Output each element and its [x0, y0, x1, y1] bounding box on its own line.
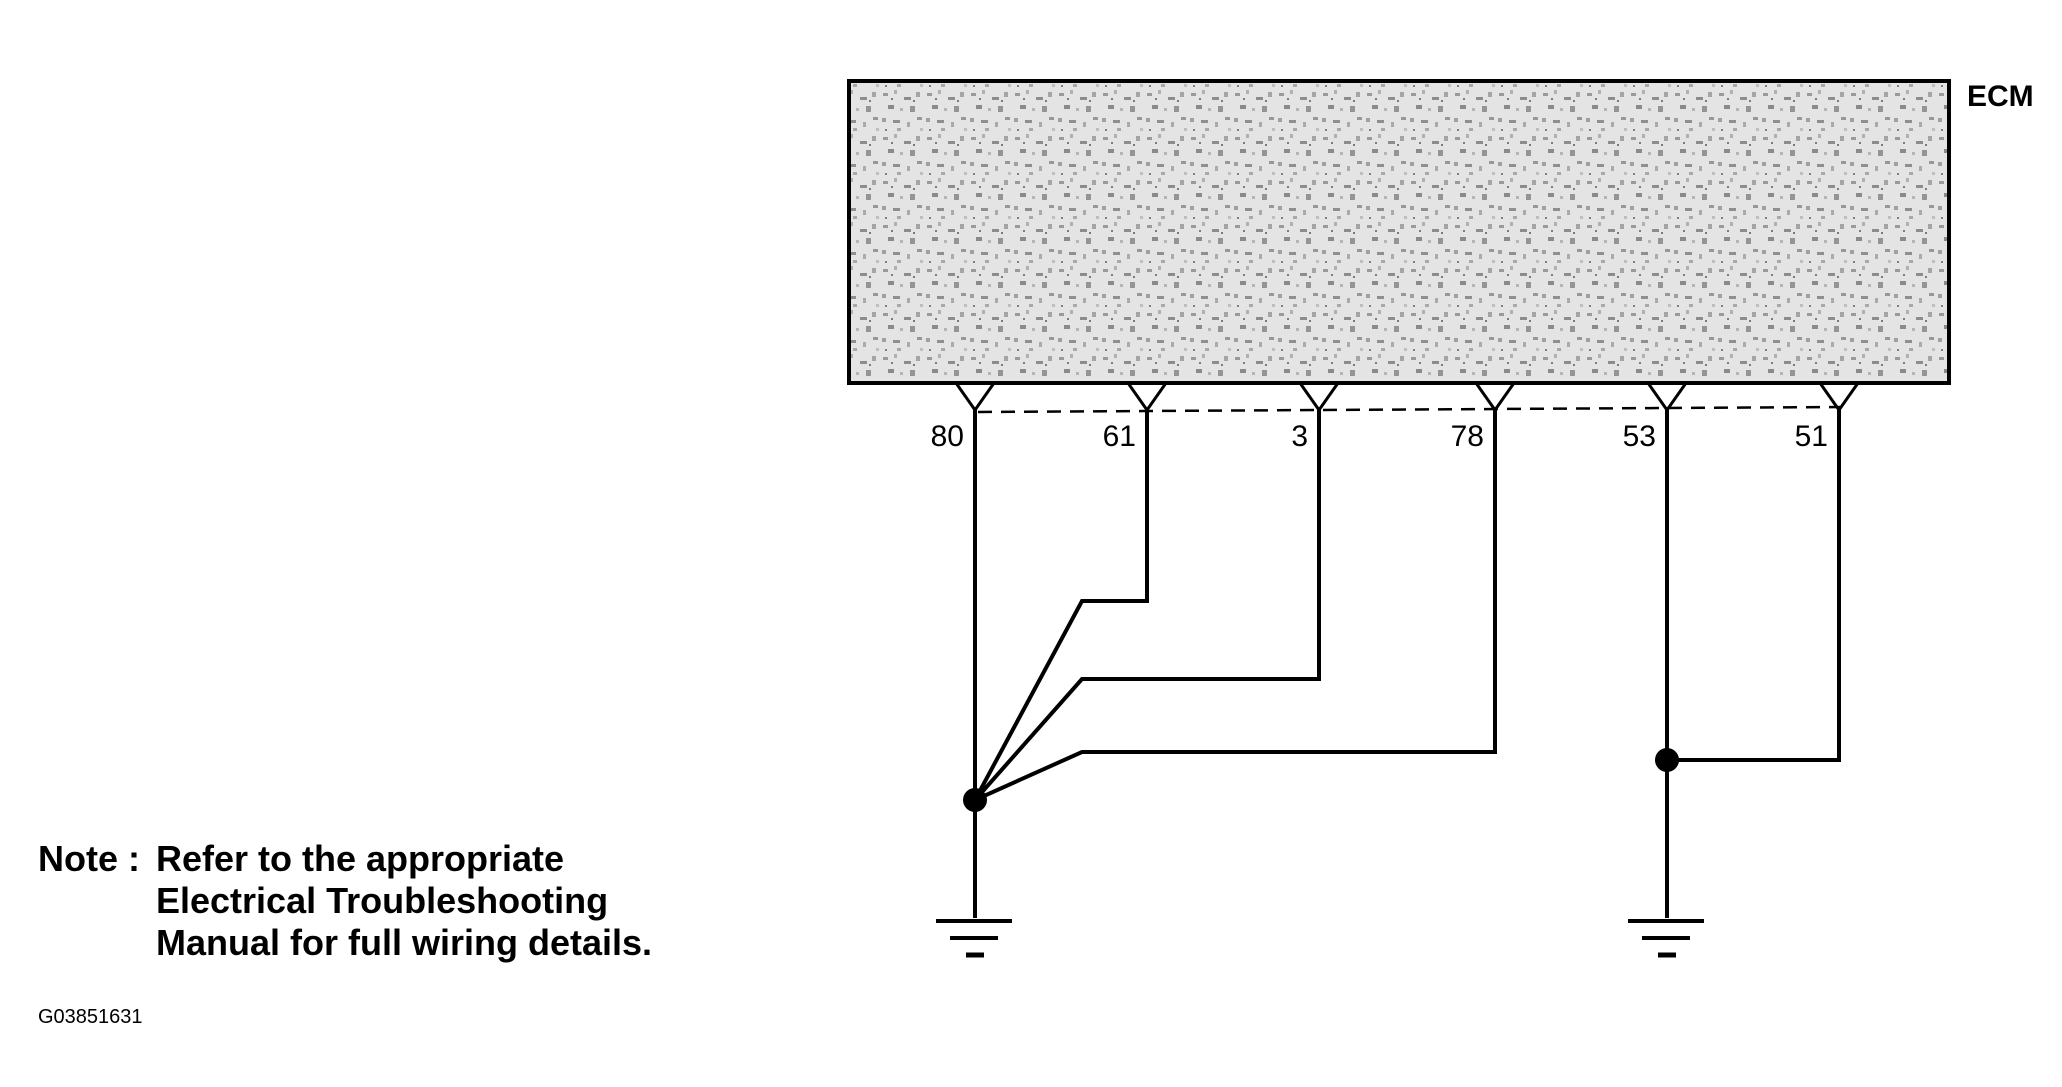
terminal-pin-53 [1646, 382, 1688, 413]
pin-label-3: 3 [1291, 420, 1308, 453]
terminal-pin-78 [1474, 382, 1516, 413]
wire-pin-51 [1667, 410, 1841, 762]
splice-point-right [1655, 748, 1679, 772]
splice-point-left [963, 788, 987, 812]
connector-dashed-line [977, 405, 1841, 414]
note-prefix: Note : [38, 838, 140, 879]
wire-pin-3 [973, 410, 1321, 802]
pin-label-78: 78 [1451, 420, 1484, 453]
note-line-2: Electrical Troubleshooting [156, 880, 609, 921]
wire-pin-61 [973, 410, 1149, 801]
ecm-module-box [847, 79, 1951, 385]
figure-code: G03851631 [38, 1006, 143, 1028]
note-text-block: Note : Refer to the appropriate Electric… [38, 838, 652, 964]
ground-symbol-right [1628, 919, 1704, 958]
pin-label-61: 61 [1103, 420, 1136, 453]
pin-label-80: 80 [931, 420, 964, 453]
ecm-label: ECM [1967, 80, 2034, 113]
note-line-1: Refer to the appropriate [156, 838, 565, 879]
terminal-pin-80 [954, 382, 996, 413]
note-line-3: Manual for full wiring details. [156, 922, 653, 963]
terminal-pin-3 [1298, 382, 1340, 413]
pin-label-51: 51 [1795, 420, 1828, 453]
terminal-pin-61 [1126, 382, 1168, 413]
ground-symbol-left [936, 919, 1012, 958]
wire-pin-78 [974, 410, 1497, 802]
pin-label-53: 53 [1623, 420, 1656, 453]
